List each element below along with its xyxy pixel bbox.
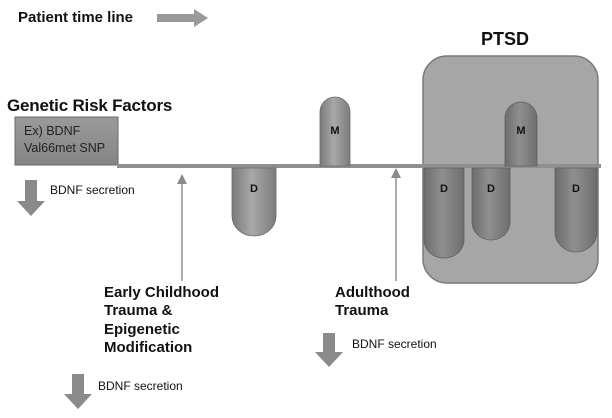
- adult-trauma-arrow-icon: [391, 168, 401, 281]
- early-label-line-1: Early Childhood: [104, 284, 220, 301]
- genetic-box: [14, 116, 119, 166]
- early-trauma-arrow-icon: [177, 174, 187, 281]
- d-lobe-2: [423, 167, 465, 259]
- timeline-arrow-icon: [157, 9, 208, 27]
- m-lobe-label-2: M: [516, 125, 526, 137]
- early-label-line-4: Modification: [104, 338, 193, 356]
- d-lobe-label-1: D: [250, 183, 258, 195]
- d-lobe-1: [231, 167, 277, 237]
- early-childhood-label: Early Childhood Trauma & Epigenetic Modi…: [104, 284, 219, 357]
- adult-label-line-2: Trauma: [335, 302, 389, 320]
- d-lobe-4: [554, 167, 598, 253]
- ptsd-label: PTSD: [481, 29, 530, 49]
- d-lobe-label-2: D: [440, 183, 448, 195]
- d-lobe-3: [471, 167, 511, 241]
- bdnf-secretion-label-3: BDNF secretion: [98, 379, 183, 393]
- bdnf-down-arrow-icon-3: [64, 374, 92, 409]
- timeline-bar: [117, 164, 601, 168]
- d-lobe-label-3: D: [487, 183, 495, 195]
- adult-label-line-1: Adulthood: [335, 284, 410, 301]
- d-lobe-label-4: D: [572, 183, 580, 195]
- genetic-box-line-2: Val66met SNP: [24, 140, 106, 155]
- bdnf-down-arrow-icon-1: [17, 180, 45, 216]
- adulthood-trauma-label: Adulthood Trauma: [335, 284, 410, 321]
- genetic-box-text: Ex) BDNF Val66met SNP: [24, 123, 105, 157]
- early-label-line-2: Trauma &: [104, 302, 173, 320]
- bdnf-secretion-label-2: BDNF secretion: [352, 337, 437, 351]
- timeline-label: Patient time line: [18, 9, 134, 26]
- m-lobe-2: [504, 101, 538, 167]
- m-lobe-1: [319, 96, 351, 167]
- early-label-line-3: Epigenetic: [104, 320, 180, 338]
- m-lobe-label-1: M: [330, 125, 340, 137]
- genetic-risk-title: Genetic Risk Factors: [7, 96, 173, 115]
- bdnf-secretion-label-1: BDNF secretion: [50, 183, 135, 197]
- genetic-box-line-1: Ex) BDNF: [24, 124, 81, 138]
- ptsd-region: [422, 55, 599, 284]
- bdnf-down-arrow-icon-2: [315, 333, 343, 367]
